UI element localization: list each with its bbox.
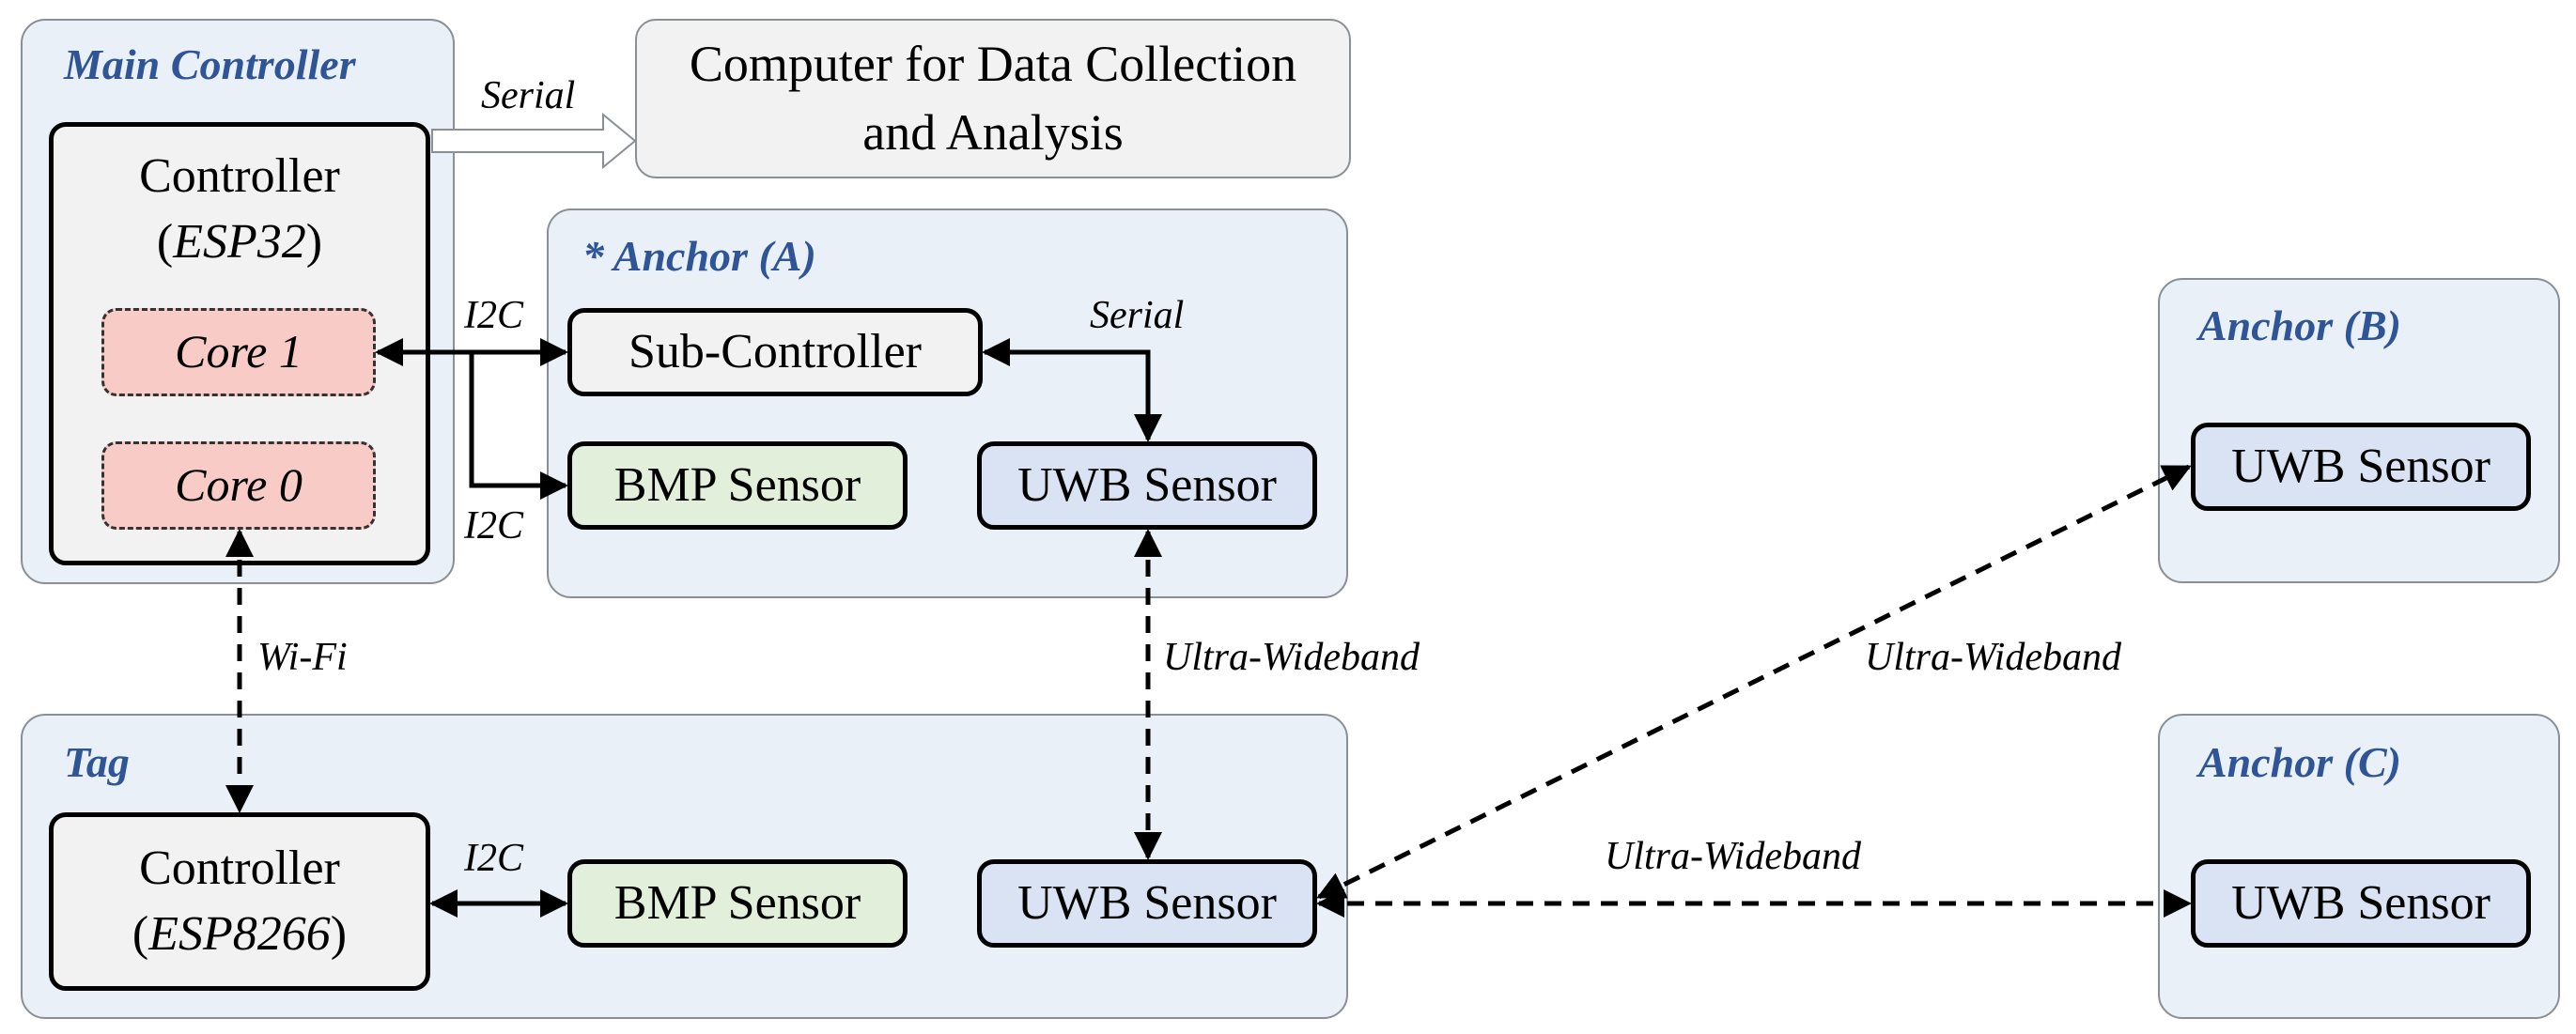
anchor-c-title: Anchor (C) xyxy=(2198,738,2401,786)
core1-node: Core 1 xyxy=(101,308,376,396)
tag-bmp-node: BMP Sensor xyxy=(567,859,908,948)
serial-sub-uwb-line xyxy=(982,338,1162,442)
tag-uwb-node: UWB Sensor xyxy=(977,859,1317,948)
i2c-bmp-branch-line xyxy=(469,352,568,500)
anchor-b-uwb-node: UWB Sensor xyxy=(2191,423,2531,511)
main-controller-chip-line: (ESP32) xyxy=(156,215,323,270)
tag-controller-label: Controller xyxy=(139,841,340,895)
serial-hollow-arrow xyxy=(431,112,637,170)
core0-node: Core 0 xyxy=(101,441,376,530)
tag-controller-node: Controller (ESP8266) xyxy=(49,812,430,991)
wifi-label: Wi-Fi xyxy=(257,636,348,679)
anchor-b-title: Anchor (B) xyxy=(2198,301,2401,349)
sub-controller-node: Sub-Controller xyxy=(567,308,983,396)
tag-title: Tag xyxy=(64,738,130,786)
serial-sub-uwb-label: Serial xyxy=(1090,294,1185,337)
i2c-tag-label: I2C xyxy=(464,837,523,880)
main-controller-chip: ESP32 xyxy=(173,215,306,270)
anchor-a-group xyxy=(547,208,1348,598)
main-controller-title: Main Controller xyxy=(64,40,356,88)
uwb-to-c-label: Ultra-Wideband xyxy=(1605,835,1861,878)
anchor-a-uwb-node: UWB Sensor xyxy=(977,441,1317,530)
computer-label-line2: and Analysis xyxy=(862,104,1124,161)
computer-label-line1: Computer for Data Collection xyxy=(689,36,1297,93)
tag-controller-chip-line: (ESP8266) xyxy=(132,907,348,961)
uwb-to-anchor-b-line xyxy=(1316,464,2192,900)
uwb-to-b-label: Ultra-Wideband xyxy=(1865,636,2121,679)
uwb-vertical-label: Ultra-Wideband xyxy=(1163,636,1420,679)
anchor-a-title: * Anchor (A) xyxy=(582,232,816,280)
computer-node: Computer for Data Collection and Analysi… xyxy=(635,19,1351,178)
anchor-a-bmp-node: BMP Sensor xyxy=(567,441,908,530)
main-controller-label: Controller xyxy=(139,149,340,203)
i2c-top-label: I2C xyxy=(464,294,523,337)
tag-controller-chip: ESP8266 xyxy=(148,907,331,961)
i2c-bottom-label: I2C xyxy=(464,504,523,548)
serial-computer-label: Serial xyxy=(481,74,576,117)
anchor-c-uwb-node: UWB Sensor xyxy=(2191,859,2531,948)
